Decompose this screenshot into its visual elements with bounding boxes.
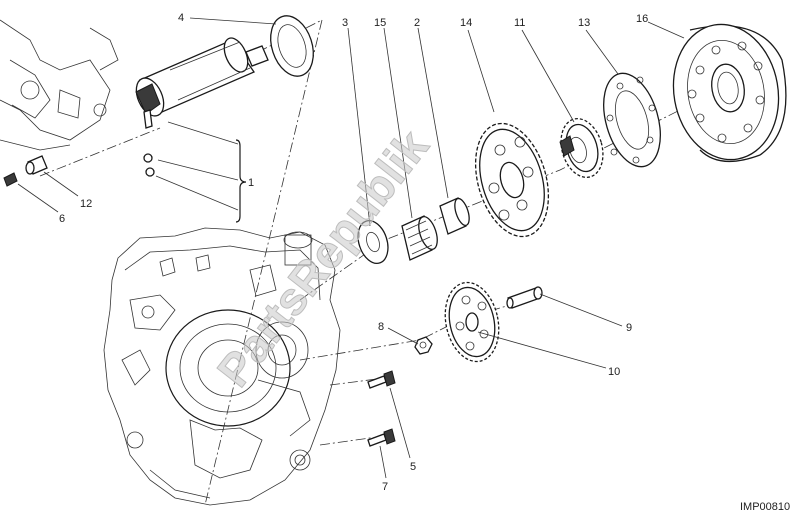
callout-4: 4	[178, 12, 184, 24]
callout-10: 10	[608, 366, 620, 378]
washer	[357, 219, 389, 265]
watermark-text: PartsRepublik	[207, 120, 439, 396]
callout-6: 6	[59, 213, 65, 225]
callout-bracket	[235, 139, 247, 223]
idler-shaft	[506, 286, 543, 309]
callout-14: 14	[460, 17, 472, 29]
bushing	[439, 197, 470, 235]
callout-13: 13	[578, 17, 590, 29]
screw-and-spacer	[3, 155, 48, 187]
callout-5: 5	[410, 461, 416, 473]
callout-1: 1	[248, 177, 254, 189]
freewheel-sprag	[559, 117, 604, 179]
freewheel-housing	[603, 72, 661, 168]
idler-gear	[444, 281, 500, 363]
callout-2: 2	[414, 17, 420, 29]
starter-motor	[135, 37, 269, 177]
callout-11: 11	[514, 17, 525, 29]
needle-bearing	[401, 215, 438, 261]
crankcase-half	[103, 227, 341, 506]
frame-detail	[0, 19, 119, 151]
callout-15: 15	[374, 17, 386, 29]
callout-3: 3	[342, 17, 348, 29]
screws-lower	[367, 370, 396, 447]
nut	[414, 336, 433, 355]
flywheel-rotor	[672, 23, 787, 163]
drawing-code: IMP00810	[740, 501, 790, 513]
double-gear	[474, 122, 550, 238]
o-ring-gasket	[270, 15, 314, 77]
callout-labels: 4 1 6 12 3 15 2 14 11 13 16 8 9 10 5 7	[59, 12, 648, 493]
callout-7: 7	[382, 481, 388, 493]
assembly-axes	[39, 19, 701, 506]
callout-16: 16	[636, 13, 648, 25]
callout-8: 8	[378, 321, 384, 333]
callout-12: 12	[80, 198, 92, 210]
leader-lines	[17, 17, 685, 479]
callout-9: 9	[626, 322, 632, 334]
